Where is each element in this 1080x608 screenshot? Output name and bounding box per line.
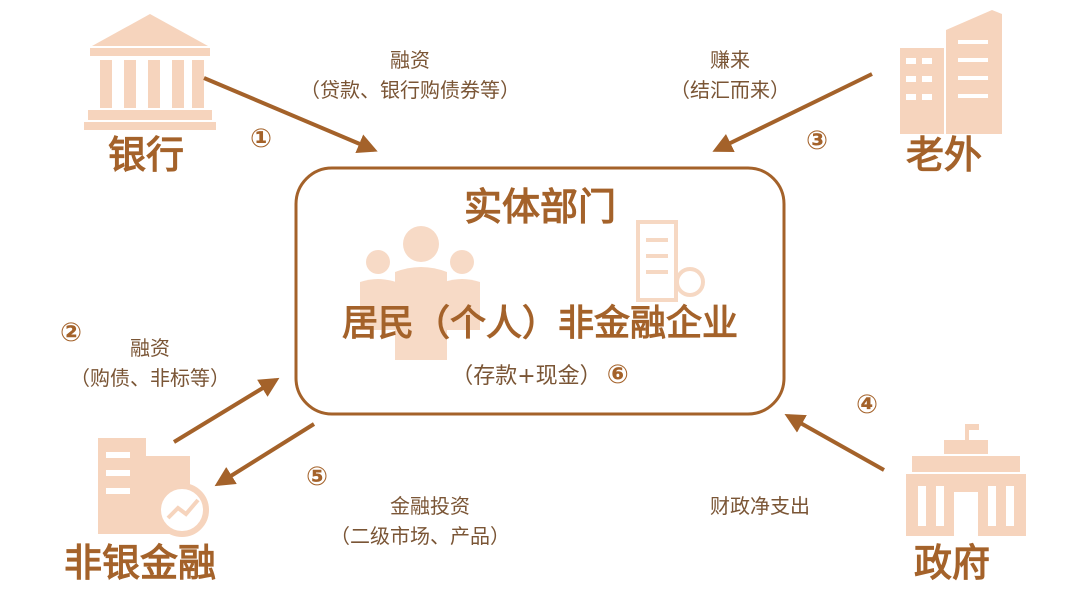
flow-3-number: ③ [806, 126, 829, 156]
flow-5-title: 金融投资 [390, 494, 470, 518]
flow-3-detail: （结汇而来） [670, 78, 790, 102]
flow-2-title: 融资 [130, 336, 170, 360]
bank-label: 银行 [108, 133, 185, 177]
center-note-row: （存款+现金） ⑥ [296, 360, 784, 391]
flow-3-title: 赚来 [710, 48, 750, 72]
government-label: 政府 [914, 541, 991, 585]
flow-1-title: 融资 [390, 48, 430, 72]
foreign-label: 老外 [906, 133, 983, 177]
center-title: 实体部门 [463, 185, 616, 229]
entity-sector-box [294, 166, 786, 416]
flow-4-title: 财政净支出 [710, 494, 810, 518]
center-note-number: ⑥ [606, 360, 629, 390]
arrow-bank-to-center [203, 76, 378, 153]
flow-4-number: ④ [856, 390, 879, 420]
center-subtitle: 居民（个人）非金融企业 [341, 303, 738, 344]
center-note: （存款+现金） [451, 364, 602, 389]
financial-office-icon [98, 438, 209, 537]
flow-5-detail: （二级市场、产品） [330, 524, 510, 548]
company-building-icon [636, 220, 705, 302]
nonbank-label: 非银金融 [64, 541, 217, 585]
flow-2-detail: （购债、非标等） [70, 366, 230, 390]
flow-1-detail: （贷款、银行购债券等） [300, 78, 520, 102]
bank-building-icon [84, 14, 216, 130]
arrow-foreign-to-center [712, 72, 873, 152]
flow-1-number: ① [250, 124, 273, 154]
arrow-nonbank-to-center [172, 377, 280, 444]
arrow-center-to-nonbank [214, 422, 316, 487]
flow-5-number: ⑤ [306, 462, 329, 492]
flow-2-number: ② [60, 318, 83, 348]
arrow-government-to-center [784, 414, 885, 472]
people-group-icon [360, 226, 480, 360]
office-tower-icon [900, 10, 1002, 134]
government-building-icon [906, 424, 1026, 536]
